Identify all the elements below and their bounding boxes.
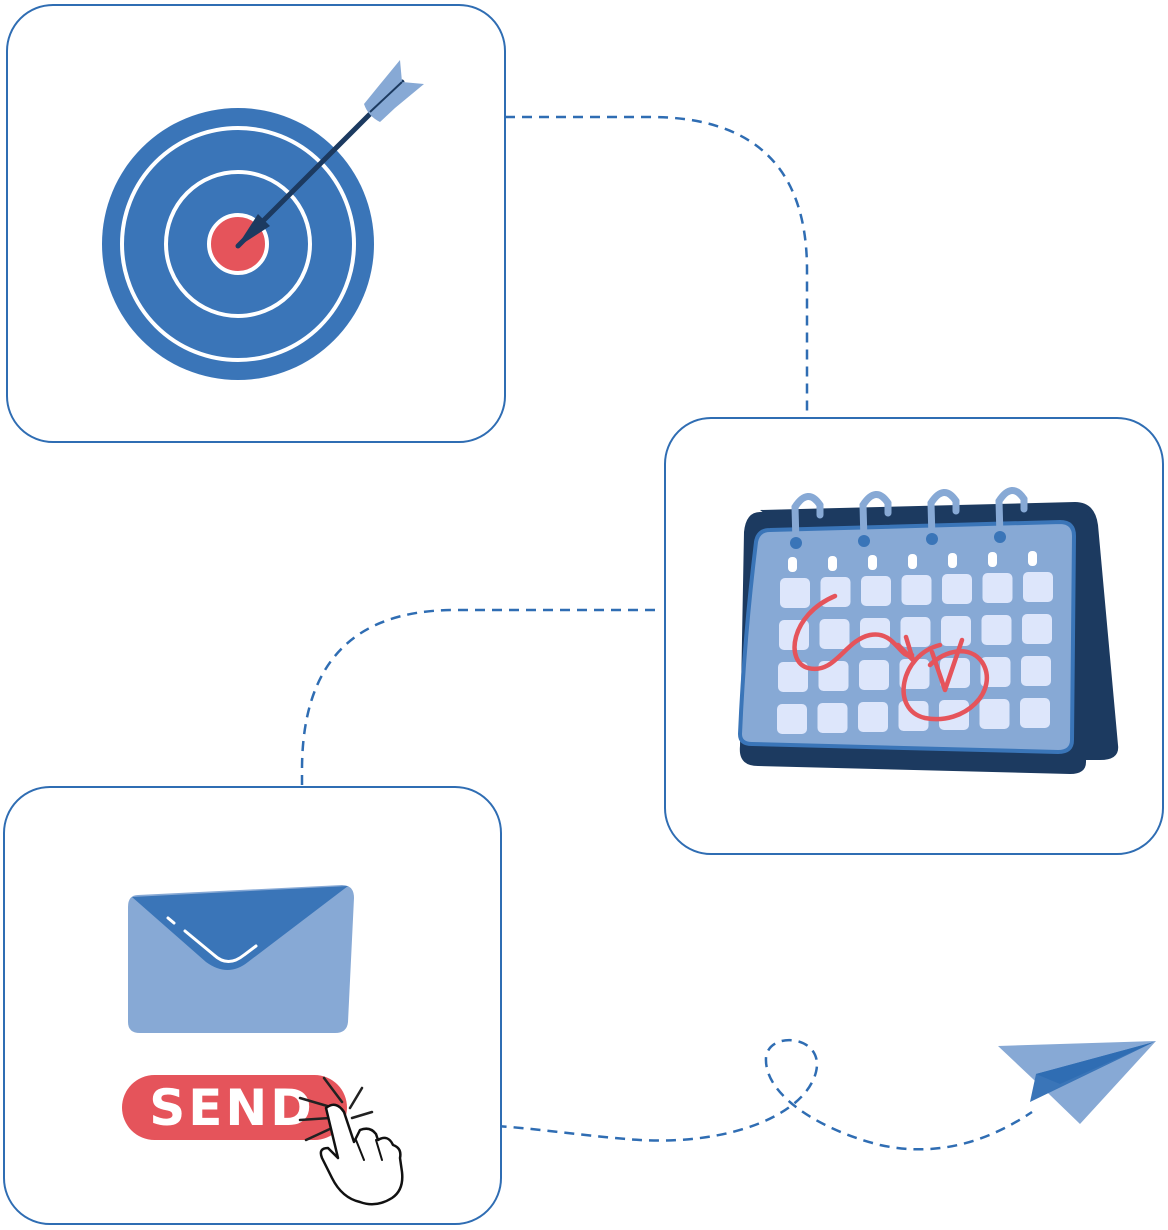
calendar-day-cell [1023,572,1053,602]
calendar-hole [908,554,917,569]
calendar-day-cell [982,573,1013,603]
calendar-hole [868,555,877,570]
calendar-day-cell [901,575,932,605]
calendar-day-cell [778,662,808,692]
calendar-hole [1028,551,1037,566]
calendar-day-cell [899,659,930,689]
connector-target-to-calendar [505,115,809,418]
calendar-ring [994,487,1028,543]
calendar-day-cell [817,703,848,733]
calendar-icon [737,487,1119,774]
calendar-ring [790,493,824,549]
calendar-hole [788,557,797,572]
calendar-day-cell [941,616,971,646]
calendar-day-cell [858,702,888,732]
calendar-hole [988,552,997,567]
calendar-holes [788,551,1037,572]
calendar-hole [828,556,837,571]
calendar-day-cell [780,578,810,608]
connector-calendar-to-envelope [300,608,655,787]
calendar-scribble [792,593,990,722]
paper-plane-icon [998,1041,1156,1124]
calendar-day-cell [900,617,931,647]
calendar-day-cell [859,660,889,690]
calendar-day-cell [1020,698,1050,728]
calendar-hole [948,553,957,568]
dart-icon [235,60,424,249]
envelope-icon [128,885,354,1033]
calendar-day-cell [981,615,1012,645]
calendar-day-cell [777,704,807,734]
calendar-day-cell [979,699,1010,729]
calendar-ring [858,491,892,547]
calendar-day-cell [1022,614,1052,644]
calendar-rings [790,487,1028,549]
panel-schedule [664,417,1164,855]
send-button[interactable]: SEND [122,1075,347,1140]
calendar-day-cell [861,576,891,606]
send-button-label: SEND [149,1079,315,1137]
target-icon [102,60,424,380]
connectors [300,115,1033,1151]
pointer-hand-icon[interactable] [319,1103,404,1206]
calendar-day-cell [1021,656,1051,686]
panel-goal [6,4,506,443]
calendar-day-cell [942,574,972,604]
calendar-day-cell [898,701,929,731]
panel-send: SEND [3,786,502,1225]
calendar-ring [926,489,960,545]
calendar-day-cell [819,619,850,649]
